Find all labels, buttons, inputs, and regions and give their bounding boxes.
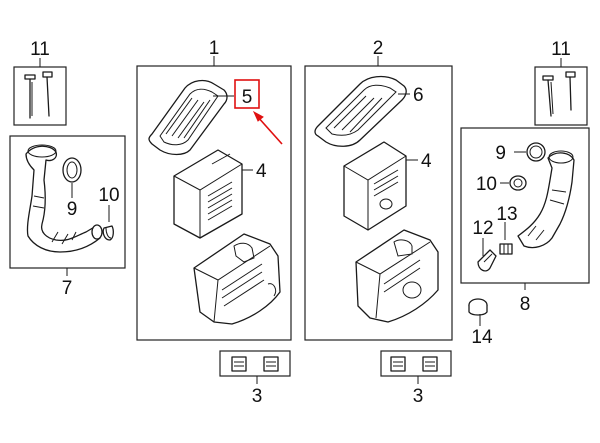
callout-3-left: 3 <box>252 386 263 407</box>
intake-duct-part <box>25 144 103 253</box>
bolt-part-left <box>24 71 53 119</box>
callout-6: 6 <box>413 85 424 106</box>
callout-13: 13 <box>496 204 517 225</box>
callout-4-right: 4 <box>421 151 432 172</box>
callout-9-left: 9 <box>67 199 78 220</box>
grommet-box-right <box>380 350 452 377</box>
callout-9-right: 9 <box>495 143 506 164</box>
clamp-part-right <box>509 175 527 191</box>
callout-8: 8 <box>520 294 531 315</box>
air-cleaner-housing-part-2 <box>355 229 439 323</box>
callout-5: 5 <box>242 87 253 108</box>
callout-10-left: 10 <box>98 185 119 206</box>
cap-part <box>468 298 488 316</box>
callout-11-left: 11 <box>30 39 50 60</box>
air-filter-part-2 <box>314 75 407 147</box>
air-cleaner-cover-part-2 <box>343 141 407 231</box>
connector-part <box>499 243 513 255</box>
grommet-box-left <box>219 350 291 377</box>
callout-3-right: 3 <box>413 386 424 407</box>
callout-2: 2 <box>373 38 384 59</box>
clamp-part-left <box>102 225 114 241</box>
callout-highlight-box <box>234 79 260 109</box>
callout-10-right: 10 <box>476 174 497 195</box>
grommet-part-left <box>231 356 279 372</box>
air-cleaner-housing-part-1 <box>193 233 281 325</box>
callout-14: 14 <box>471 327 493 348</box>
callout-7: 7 <box>62 278 73 299</box>
callout-11-right: 11 <box>551 39 571 60</box>
intake-duct-part-right <box>517 150 575 249</box>
grommet-part-right <box>390 356 438 372</box>
hose-part <box>477 249 497 272</box>
seal-ring-part-right <box>526 142 546 162</box>
air-cleaner-cover-part-1 <box>173 149 243 239</box>
bolt-group-box-left <box>13 66 67 126</box>
callout-1: 1 <box>209 38 220 59</box>
callout-4-left: 4 <box>256 161 267 182</box>
bolt-part-right <box>542 71 576 117</box>
seal-ring-part-left <box>62 157 82 183</box>
callout-12: 12 <box>472 218 493 239</box>
highlight-arrow <box>252 110 283 145</box>
air-filter-part <box>148 79 228 156</box>
